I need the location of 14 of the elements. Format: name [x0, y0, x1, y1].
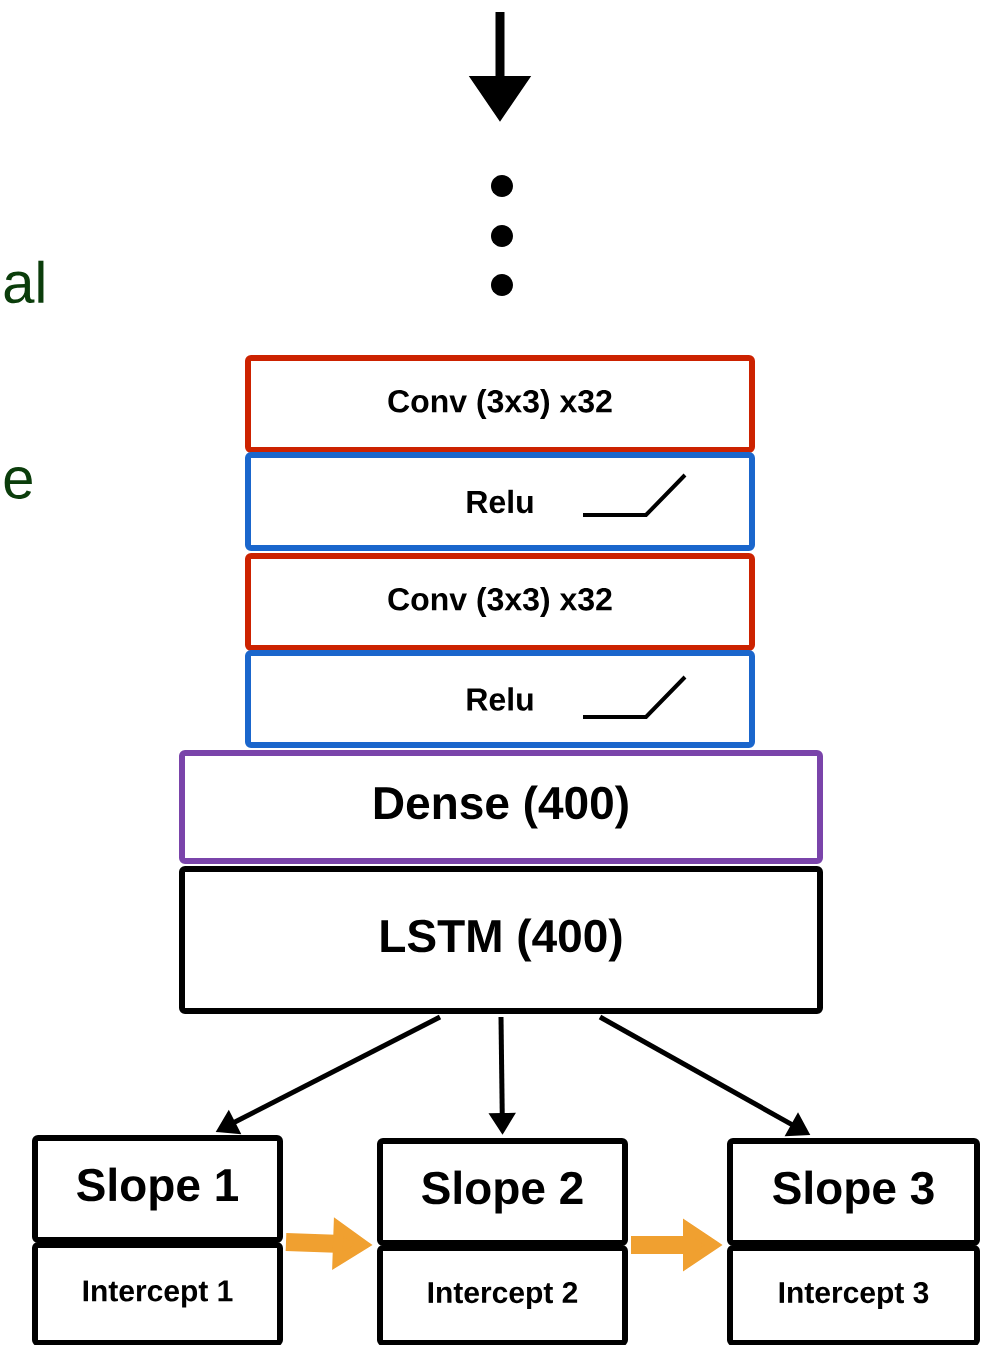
intercept-box: Intercept 3 [727, 1245, 980, 1345]
conv-layer-box: Conv (3x3) x32 [245, 355, 755, 453]
conv-layer-box: Conv (3x3) x32 [245, 553, 755, 651]
layer-box: LSTM (400) [179, 866, 823, 1014]
side-text: e [4, 467, 32, 499]
relu-layer-box: Relu [245, 452, 755, 551]
dense-layer-box: Dense (400) [179, 750, 823, 864]
intercept-box: Intercept 2 [377, 1245, 628, 1345]
slope-box: Slope 1 [32, 1135, 283, 1243]
relu-layer-box: Relu [245, 650, 755, 748]
slope-box: Slope 3 [727, 1138, 980, 1246]
slope-box: Slope 2 [377, 1138, 628, 1246]
side-text: al [4, 260, 44, 304]
intercept-box: Intercept 1 [32, 1242, 283, 1345]
